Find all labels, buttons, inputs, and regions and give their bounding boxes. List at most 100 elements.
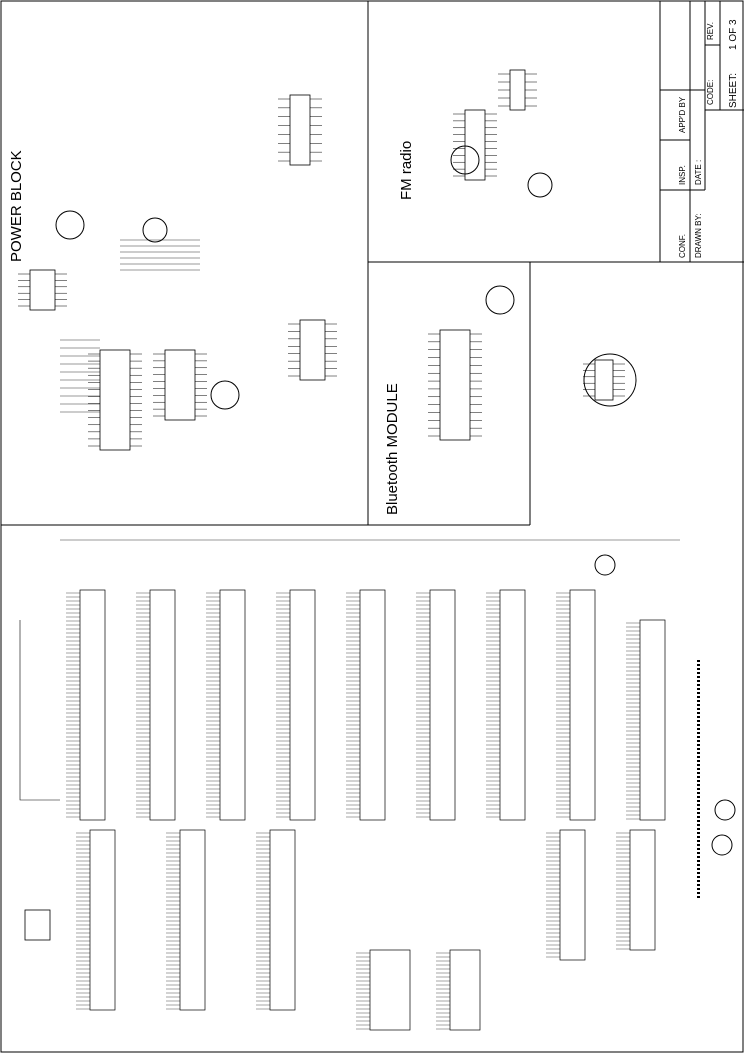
ic-section: [559, 829, 586, 961]
wire: [19, 620, 60, 801]
ic-body: [439, 329, 471, 441]
connector-pin: [697, 884, 700, 886]
title-insp: INSP.: [678, 165, 687, 185]
connector-pin: [697, 820, 700, 822]
ic-section: [429, 589, 456, 821]
ic-body: [594, 359, 614, 401]
ic-section: [499, 589, 526, 821]
regulator: [24, 909, 51, 941]
connector-pin: [697, 832, 700, 834]
connector-pin: [697, 736, 700, 738]
connector-pin: [697, 668, 700, 670]
connector-pin: [697, 724, 700, 726]
connector-pin: [697, 716, 700, 718]
connector-pin: [697, 792, 700, 794]
connector-pin: [697, 888, 700, 890]
connector-pin: [697, 776, 700, 778]
connector-pin: [697, 848, 700, 850]
connector-pin: [697, 800, 700, 802]
connector-pin: [697, 744, 700, 746]
connector-pin: [697, 896, 700, 898]
title-rev: REV.: [706, 22, 715, 40]
connector-pin: [697, 788, 700, 790]
transistor-circle: [527, 172, 553, 198]
section-title-fm-radio: FM radio: [398, 140, 415, 200]
connector-pin: [697, 760, 700, 762]
ic-section: [79, 589, 106, 821]
title-sheet-value: 1 OF 3: [728, 19, 739, 50]
transistor-circle: [142, 217, 168, 243]
transistor-circle: [594, 554, 616, 576]
connector-pin: [697, 812, 700, 814]
connector-pin: [697, 856, 700, 858]
ic-body: [29, 269, 56, 311]
connector-pin: [697, 732, 700, 734]
ic-body: [99, 349, 131, 451]
transistor-circle: [55, 210, 85, 240]
connector-pin: [697, 672, 700, 674]
connector-pin: [697, 676, 700, 678]
ic-section: [569, 589, 596, 821]
connector-pin: [697, 768, 700, 770]
connector-pin: [697, 892, 700, 894]
connector-pin: [697, 780, 700, 782]
connector-pin: [697, 864, 700, 866]
ic-section: [89, 829, 116, 1011]
connector-pin: [697, 828, 700, 830]
connector-pin: [697, 836, 700, 838]
transistor-circle: [450, 145, 480, 175]
title-conf: CONF.: [678, 234, 687, 258]
connector-pin: [697, 860, 700, 862]
section-title-power-block: POWER BLOCK: [8, 150, 25, 262]
connector-pin: [697, 840, 700, 842]
ic-section: [289, 589, 316, 821]
section-title-bluetooth: Bluetooth MODULE: [384, 383, 401, 515]
connector-pin: [697, 752, 700, 754]
ic-section: [219, 589, 246, 821]
ic-section: [179, 829, 206, 1011]
connector-pin: [697, 772, 700, 774]
connector-pin: [697, 700, 700, 702]
connector-pin: [697, 796, 700, 798]
connector-pin: [697, 756, 700, 758]
ic-section: [639, 619, 666, 821]
connector-pin: [697, 704, 700, 706]
title-code: CODE:: [706, 79, 715, 105]
connector-pin: [697, 720, 700, 722]
title-block: [659, 1, 744, 262]
title-date: DATE :: [694, 159, 703, 185]
ic-body: [164, 349, 196, 421]
connector-pin: [697, 816, 700, 818]
ic-section: [369, 949, 411, 1031]
connector-pin: [697, 868, 700, 870]
transistor-circle: [711, 834, 733, 856]
transistor-circle: [583, 353, 637, 407]
ic-section: [359, 589, 386, 821]
ic-section: [149, 589, 176, 821]
title-appd: APP'D BY: [678, 96, 687, 133]
ic-body: [299, 319, 326, 381]
connector-pin: [697, 688, 700, 690]
connector-pin: [697, 684, 700, 686]
connector-pin: [697, 664, 700, 666]
connector-pin: [697, 872, 700, 874]
connector-pin: [697, 712, 700, 714]
connector-pin: [697, 808, 700, 810]
connector-pin: [697, 692, 700, 694]
connector-pin: [697, 764, 700, 766]
connector-pin: [697, 784, 700, 786]
connector-pin: [697, 876, 700, 878]
ic-body: [509, 69, 526, 111]
connector-pin: [697, 804, 700, 806]
ic-section: [269, 829, 296, 1011]
ic-section: [629, 829, 656, 951]
connector-pin: [697, 748, 700, 750]
connector-pin: [697, 660, 700, 662]
connector-pin: [697, 880, 700, 882]
ic-section: [449, 949, 481, 1031]
schematic-parts: [18, 69, 736, 1031]
connector-pin: [697, 728, 700, 730]
transistor-circle: [210, 380, 240, 410]
